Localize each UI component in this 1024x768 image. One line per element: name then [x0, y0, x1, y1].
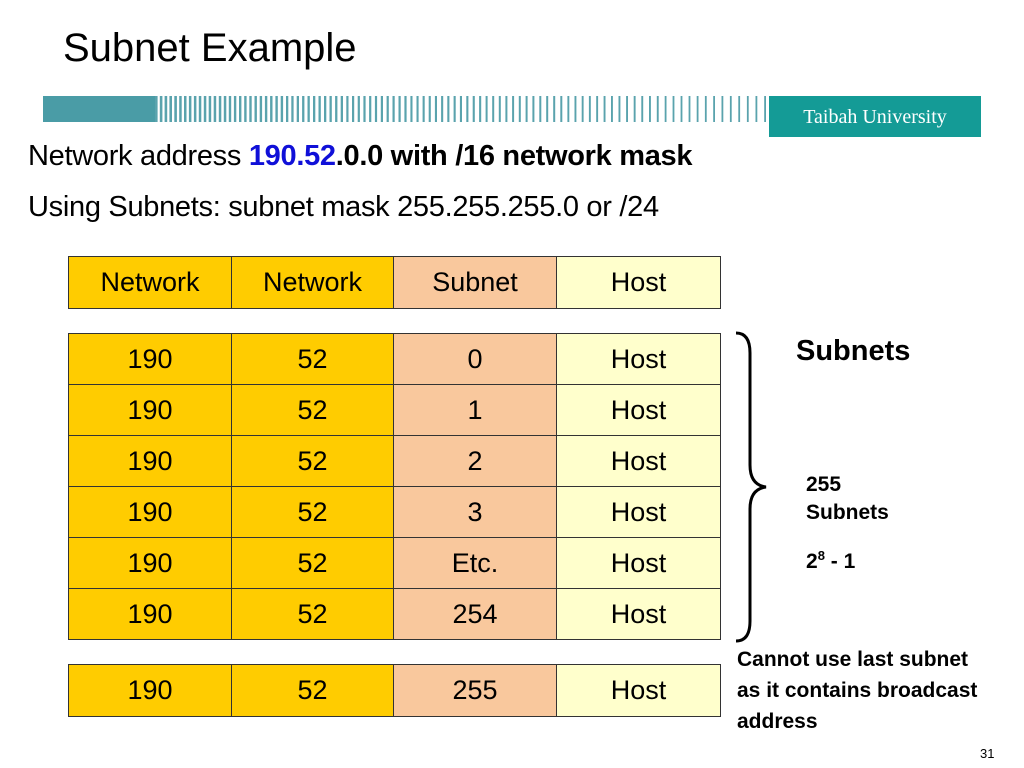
host-cell: Host: [556, 486, 721, 538]
formula-exponent: 8: [817, 548, 825, 563]
subnet-cell: 254: [393, 588, 557, 640]
university-logo-label: Taibah University: [769, 96, 981, 137]
host-cell: Host: [556, 664, 721, 717]
subnet-cell: 2: [393, 435, 557, 487]
subnet-cell: Subnet: [393, 256, 557, 309]
network-address-network-part: 190.52: [248, 140, 336, 172]
network-octet-1-cell: 190: [68, 435, 232, 487]
subnet-cell: 1: [393, 384, 557, 436]
network-octet-2-cell: 52: [231, 435, 394, 487]
network-octet-1-cell: 190: [68, 537, 232, 589]
page-number: 31: [980, 746, 995, 761]
network-octet-2-cell: 52: [231, 486, 394, 538]
subnet-cell: 0: [393, 333, 557, 385]
network-octet-2-cell: Network: [231, 256, 394, 309]
host-cell: Host: [556, 256, 721, 309]
subnet-cell: Etc.: [393, 537, 557, 589]
host-cell: Host: [556, 384, 721, 436]
host-cell: Host: [556, 333, 721, 385]
network-address-line: Network address 190.52.0.0 with /16 netw…: [28, 140, 693, 173]
network-octet-1-cell: 190: [68, 588, 232, 640]
decorative-stripe-band: [43, 96, 769, 122]
network-octet-2-cell: 52: [231, 333, 394, 385]
host-cell: Host: [556, 537, 721, 589]
host-cell: Host: [556, 588, 721, 640]
formula-rest: - 1: [824, 550, 856, 573]
network-address-host-part: 0.0 with /16 network mask: [343, 140, 693, 172]
network-octet-1-cell: 190: [68, 333, 232, 385]
right-brace-icon: [735, 331, 767, 643]
subnet-count-label: 255 Subnets: [806, 473, 889, 524]
subnet-mask-line: Using Subnets: subnet mask 255.255.255.0…: [28, 191, 659, 223]
network-octet-2-cell: 52: [231, 537, 394, 589]
network-octet-2-cell: 52: [231, 664, 394, 717]
network-octet-2-cell: 52: [231, 588, 394, 640]
network-octet-1-cell: 190: [68, 664, 232, 717]
subnet-count-formula: 28 - 1: [806, 548, 855, 574]
network-octet-2-cell: 52: [231, 384, 394, 436]
subnet-cell: 255: [393, 664, 557, 717]
subnet-cell: 3: [393, 486, 557, 538]
network-address-prefix: Network address: [28, 140, 249, 172]
formula-base: 2: [806, 550, 818, 573]
network-address-dot: .: [335, 140, 344, 172]
network-octet-1-cell: 190: [68, 486, 232, 538]
subnets-label: Subnets: [796, 335, 911, 367]
network-octet-1-cell: Network: [68, 256, 232, 309]
host-cell: Host: [556, 435, 721, 487]
broadcast-note: Cannot use last subnet as it contains br…: [737, 648, 978, 733]
slide-title: Subnet Example: [63, 26, 357, 70]
network-octet-1-cell: 190: [68, 384, 232, 436]
